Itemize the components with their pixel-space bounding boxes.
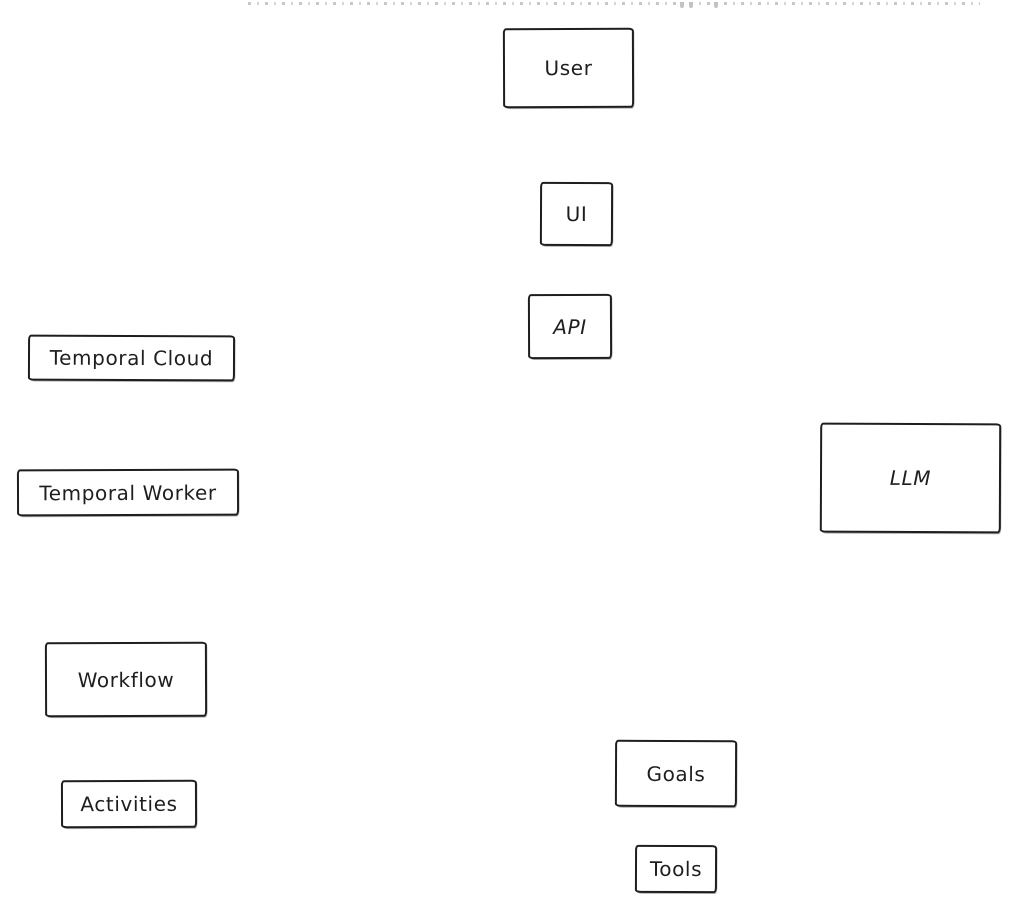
node-activities[interactable]: Activities bbox=[60, 779, 198, 829]
node-temporal-cloud-label: Temporal Cloud bbox=[49, 345, 214, 371]
node-tools[interactable]: Tools bbox=[634, 844, 718, 894]
node-workflow[interactable]: Workflow bbox=[44, 641, 208, 718]
node-temporal-cloud[interactable]: Temporal Cloud bbox=[27, 334, 236, 382]
node-llm[interactable]: LLM bbox=[819, 422, 1002, 534]
node-user-label: User bbox=[544, 55, 593, 81]
node-goals-label: Goals bbox=[646, 761, 706, 786]
node-goals[interactable]: Goals bbox=[614, 739, 738, 808]
node-tools-label: Tools bbox=[649, 856, 703, 882]
clipped-letter-descender bbox=[689, 2, 693, 8]
node-api[interactable]: API bbox=[527, 293, 613, 360]
clipped-letter-descender bbox=[714, 2, 718, 8]
node-activities-label: Activities bbox=[80, 791, 178, 817]
node-workflow-label: Workflow bbox=[77, 667, 175, 692]
node-temporal-worker-label: Temporal Worker bbox=[39, 480, 217, 505]
node-user[interactable]: User bbox=[502, 27, 635, 109]
node-ui-label: UI bbox=[565, 201, 588, 227]
clipped-caption-remnant bbox=[248, 2, 980, 8]
node-temporal-worker[interactable]: Temporal Worker bbox=[16, 468, 240, 517]
node-api-label: API bbox=[553, 314, 587, 339]
node-llm-label: LLM bbox=[889, 465, 932, 491]
node-ui[interactable]: UI bbox=[539, 181, 614, 247]
clipped-letter-descender bbox=[680, 2, 684, 8]
